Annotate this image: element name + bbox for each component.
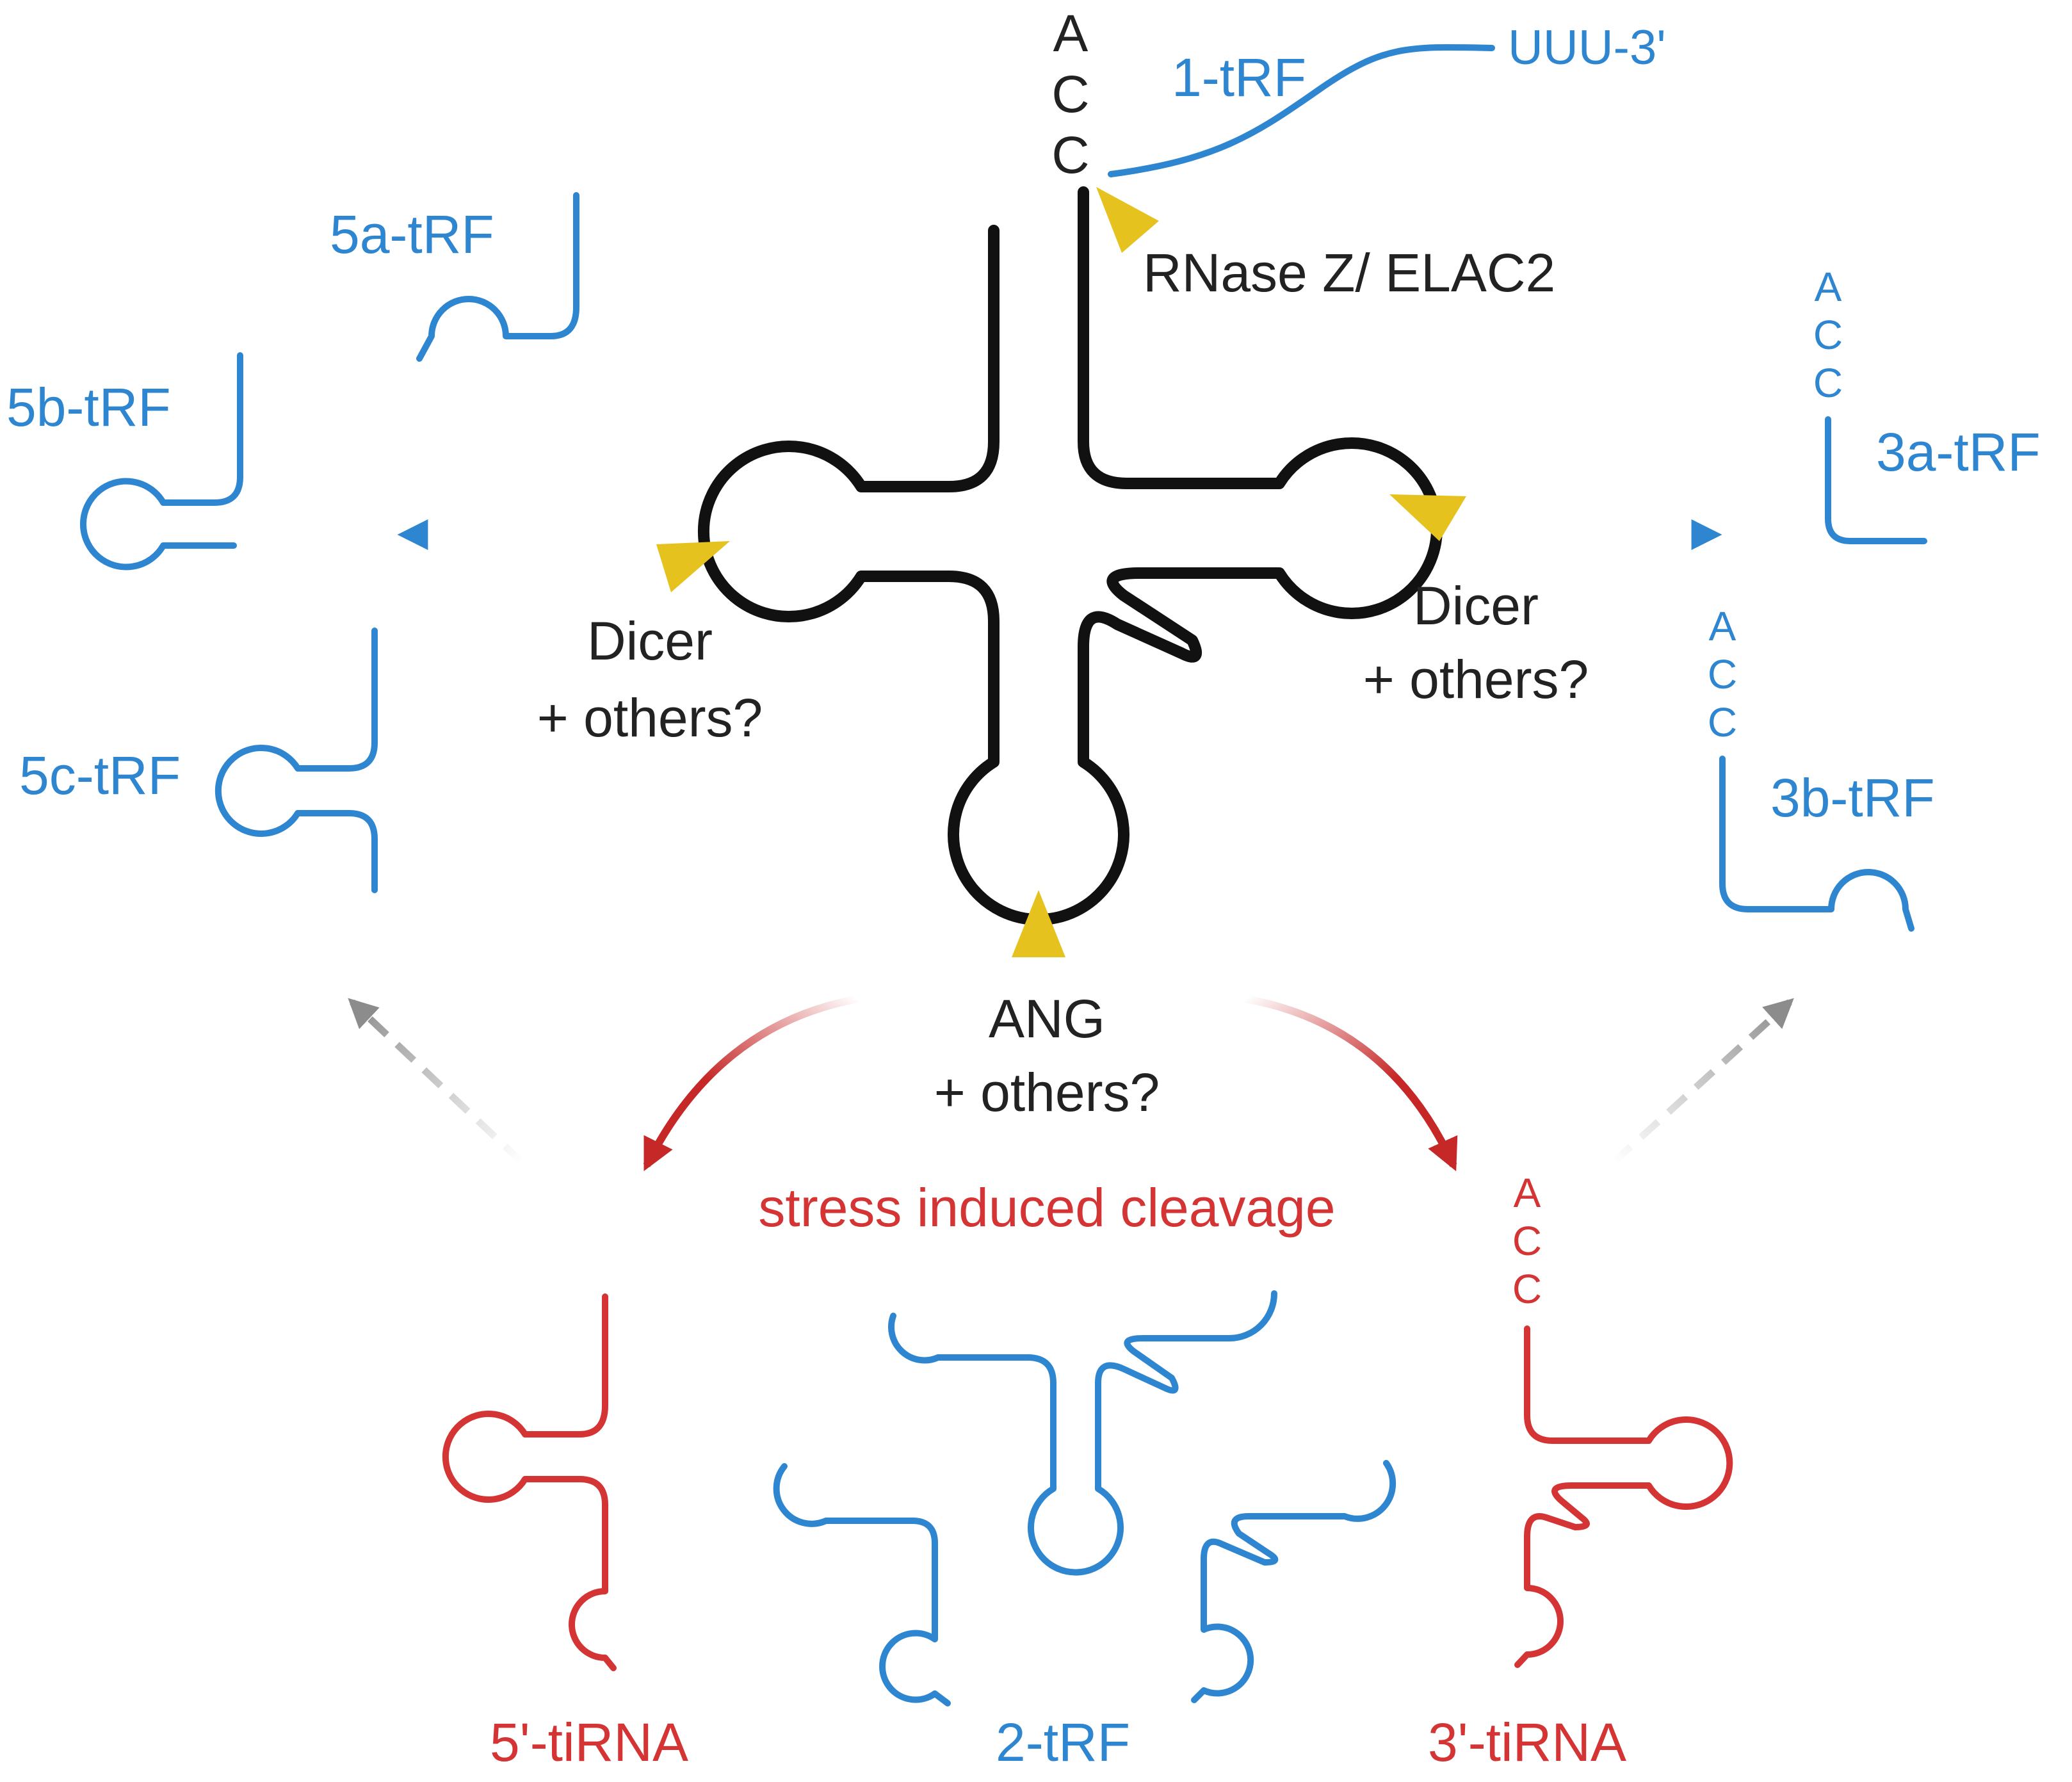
trf2-right-piece <box>1191 1460 1396 1703</box>
dicer-right-cleavage-site <box>1389 494 1466 541</box>
acc-letter: A <box>1815 264 1842 310</box>
trf2-label: 2-tRF <box>996 1712 1130 1772</box>
trf2-left-piece <box>773 1463 951 1706</box>
rnase-z-label: RNase Z/ ELAC2 <box>1143 243 1555 303</box>
acc-letter: A <box>1514 1170 1541 1216</box>
ang-label: ANG <box>989 989 1105 1049</box>
trf5a-label: 5a-tRF <box>330 204 494 264</box>
acc-letter: C <box>1512 1266 1542 1312</box>
tirna3-label: 3'-tiRNA <box>1428 1712 1626 1772</box>
acc-letter: C <box>1051 65 1089 124</box>
tirna3-strand <box>1514 1325 1733 1668</box>
acc-tail: A C C <box>1051 4 1089 184</box>
trna-structure: A C C <box>697 4 1443 926</box>
dashed-arrow-right <box>1611 998 1794 1165</box>
trf5b: 5b-tRF <box>6 352 243 571</box>
stress-label: stress induced cleavage <box>758 1178 1335 1238</box>
trf1: 1-tRF UUU-3' <box>1108 20 1666 177</box>
tirna5-label: 5'-tiRNA <box>490 1712 688 1772</box>
trf3b-strand <box>1719 756 1914 932</box>
trf1-tail-label: UUU-3' <box>1508 20 1666 75</box>
trf2-top-piece <box>887 1290 1277 1576</box>
ang-others-label: + others? <box>934 1062 1160 1122</box>
arrow-to-3-tirna <box>1244 995 1458 1172</box>
dicer-right-others-label: + others? <box>1363 649 1589 709</box>
trf5b-strand <box>79 352 243 571</box>
dicer-left-cleavage-site <box>656 541 730 592</box>
trf1-strand <box>1108 44 1495 177</box>
trf3a-label: 3a-tRF <box>1876 422 2041 482</box>
acc-letter: C <box>1708 651 1737 697</box>
trf5c: 5c-tRF <box>19 628 378 893</box>
acc-letter: A <box>1709 603 1736 649</box>
trf5a-strand <box>416 192 579 362</box>
trf2: 2-tRF <box>773 1290 1396 1772</box>
trf5c-strand <box>214 628 378 893</box>
tirna5: 5'-tiRNA <box>442 1293 688 1772</box>
trf1-label: 1-tRF <box>1172 47 1306 108</box>
arrow-to-5-tirna <box>643 995 859 1172</box>
acc-letter: C <box>1051 126 1089 184</box>
dicer-right-label: Dicer <box>1413 576 1539 636</box>
rnase-z-cleavage-site <box>1096 187 1159 253</box>
tirna5-strand <box>442 1293 617 1671</box>
acc-letter: C <box>1813 312 1843 358</box>
cleavage-sites <box>656 187 1466 957</box>
dicer-left-label: Dicer <box>587 611 713 671</box>
trf3a-strand <box>1825 416 1927 544</box>
tirna3: A C C 3'-tiRNA <box>1428 1170 1733 1772</box>
trf3b: A C C 3b-tRF <box>1708 603 1935 932</box>
dashed-arrow-left <box>348 998 524 1165</box>
trf5a: 5a-tRF <box>330 192 579 362</box>
trf5b-label: 5b-tRF <box>6 377 171 437</box>
dicer-left-others-label: + others? <box>537 688 763 748</box>
trf3b-label: 3b-tRF <box>1770 768 1935 828</box>
ang-cleavage-site <box>1012 890 1065 957</box>
trf3a: A C C 3a-tRF <box>1813 264 2041 544</box>
acc-letter: C <box>1708 699 1737 745</box>
acc-letter: C <box>1813 360 1843 406</box>
acc-letter: C <box>1512 1218 1542 1264</box>
trf5c-label: 5c-tRF <box>19 745 181 806</box>
acc-letter: A <box>1053 4 1089 63</box>
